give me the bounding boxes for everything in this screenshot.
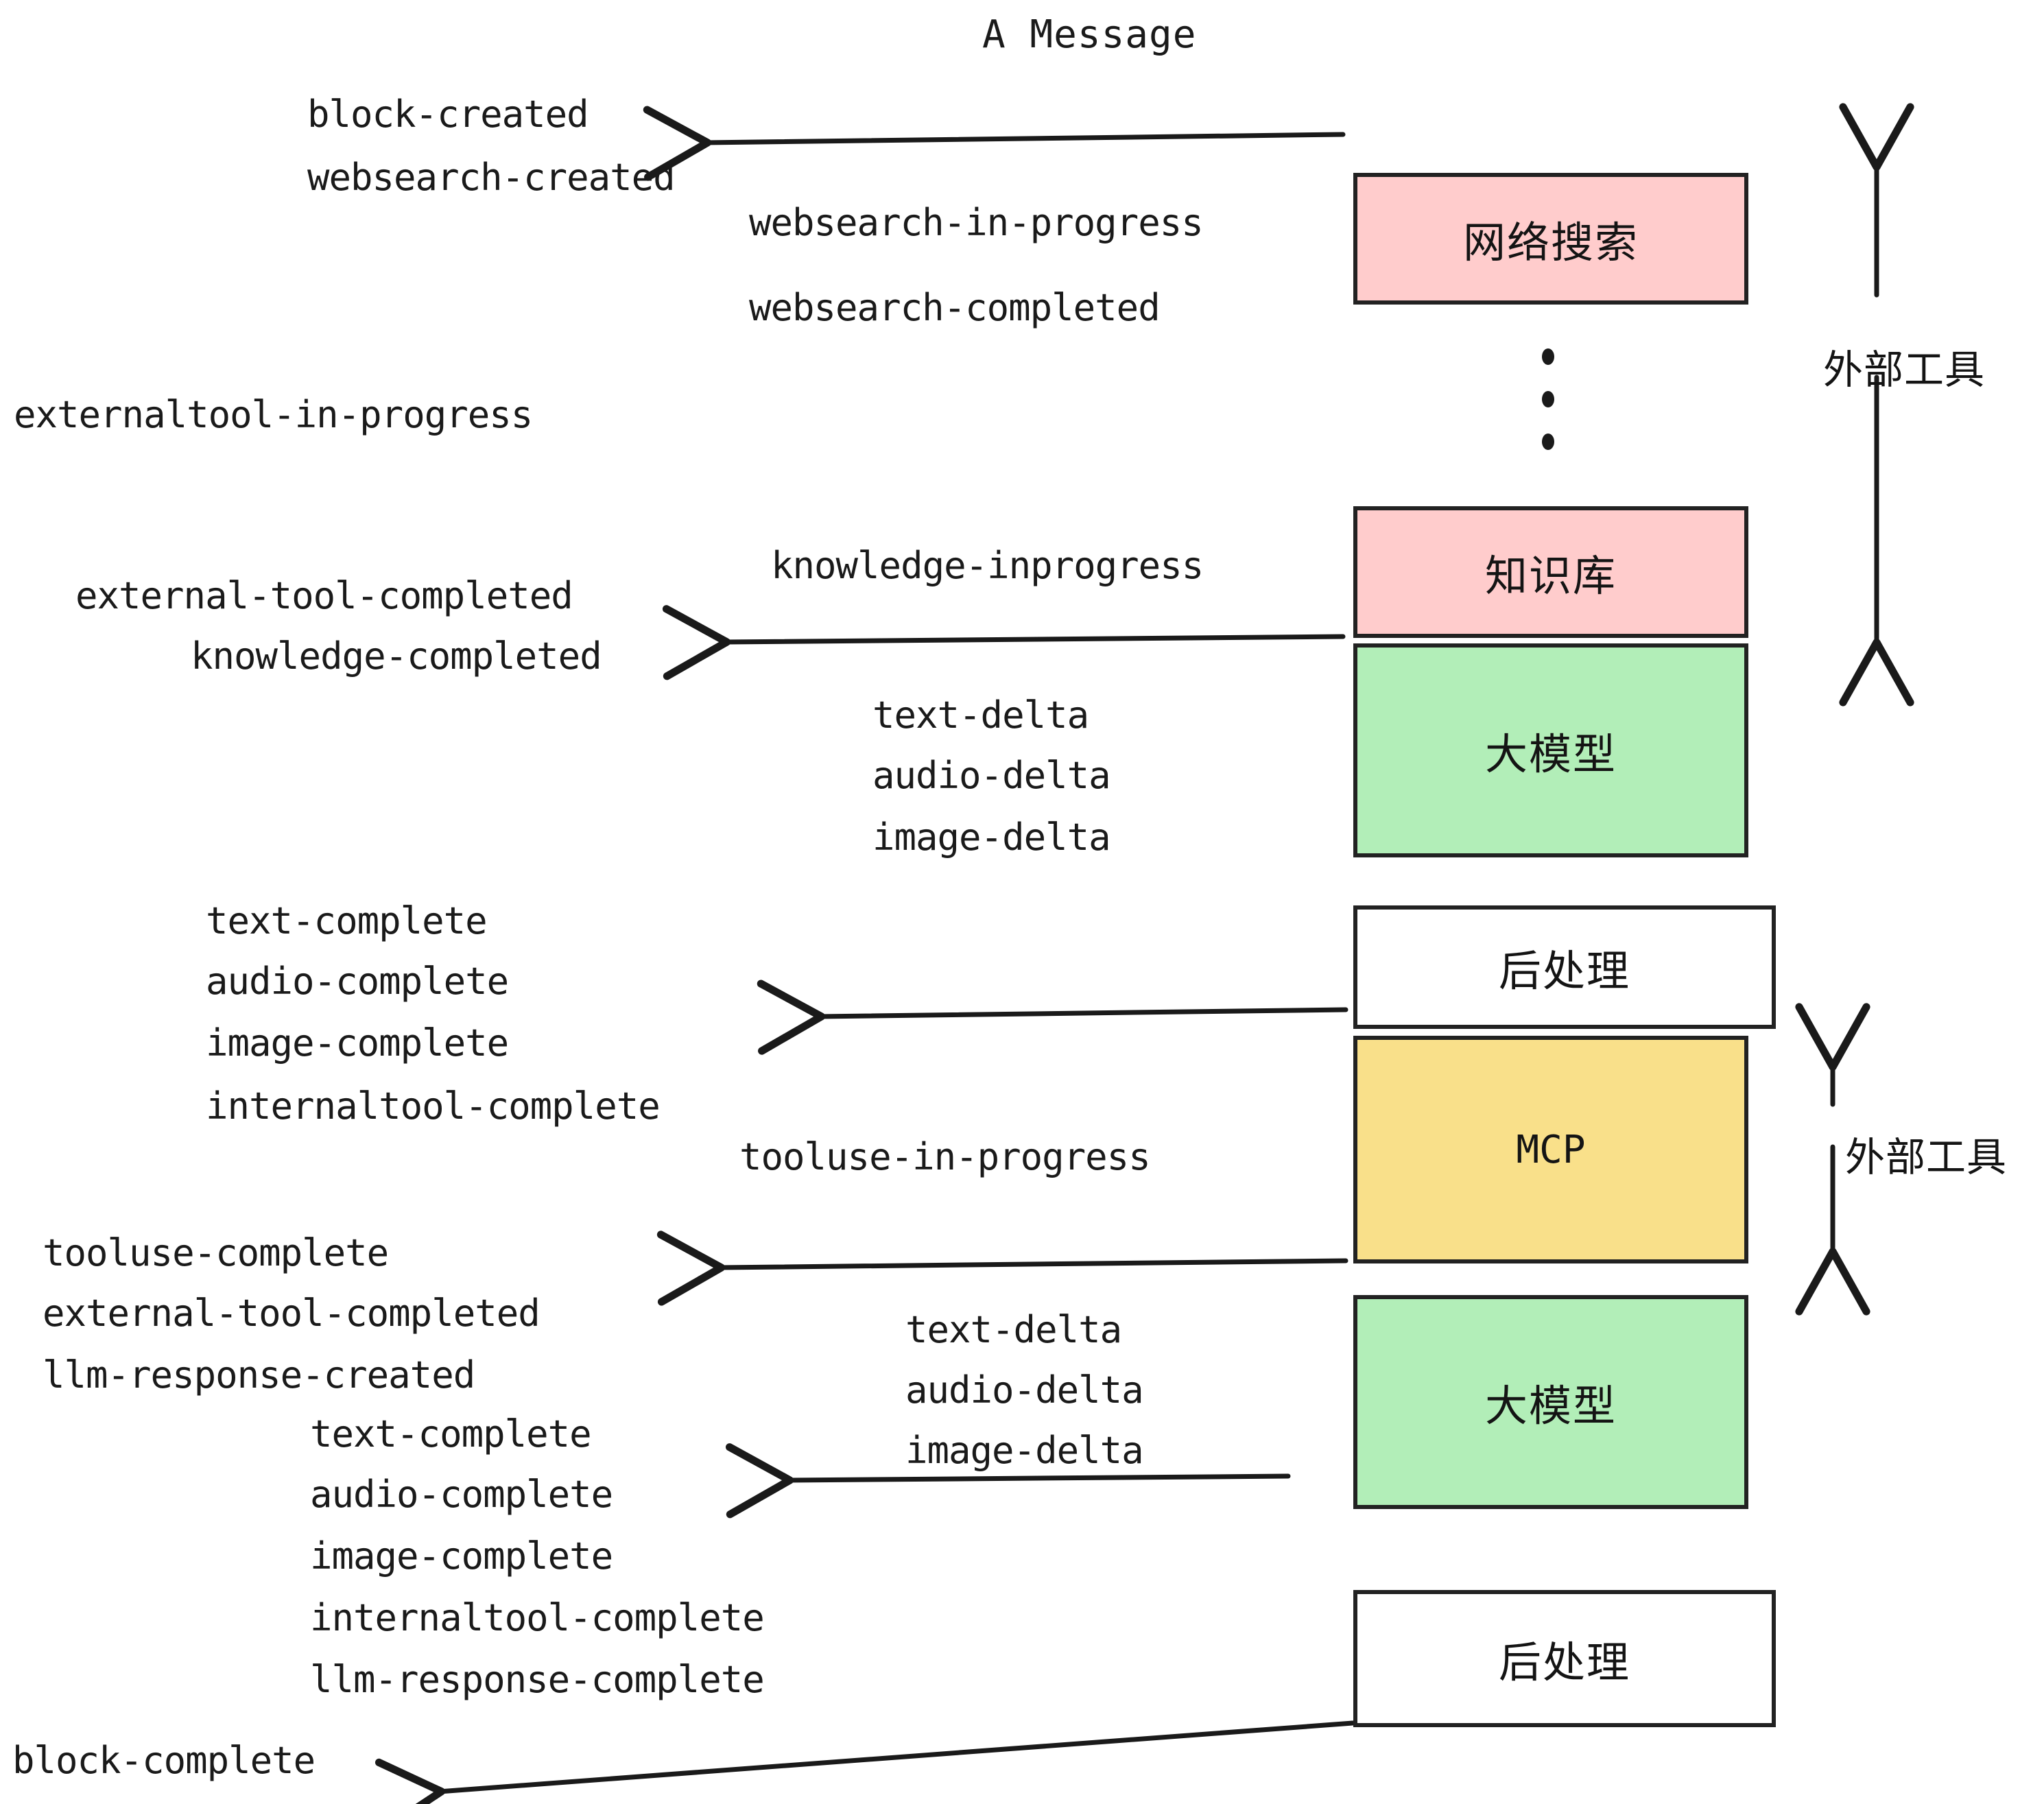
ellipsis-dot xyxy=(1542,391,1554,407)
page-title: A Message xyxy=(982,12,1197,57)
tooluse-done-arrow xyxy=(656,1231,1348,1306)
event-label: text-complete xyxy=(206,899,488,942)
span-arrow-group xyxy=(1795,103,1914,1316)
event-label: websearch-completed xyxy=(749,286,1161,329)
event-label: websearch-in-progress xyxy=(749,201,1204,244)
event-label: llm-response-complete xyxy=(310,1658,765,1701)
event-label: text-complete xyxy=(310,1412,592,1456)
event-label: knowledge-inprogress xyxy=(771,544,1204,587)
event-label: internaltool-complete xyxy=(206,1084,661,1128)
event-label: image-delta xyxy=(872,816,1111,859)
image-complete-arrow xyxy=(757,980,1348,1055)
event-label: tooluse-complete xyxy=(43,1231,389,1274)
node-postprocess-2: 后处理 xyxy=(1353,1590,1776,1727)
knowledge-done-arrow xyxy=(662,605,1346,680)
event-label: internaltool-complete xyxy=(310,1596,765,1639)
event-label: tooluse-in-progress xyxy=(739,1135,1151,1178)
block-created-arrow xyxy=(643,106,1346,181)
event-label: audio-complete xyxy=(310,1473,613,1516)
external-tool-label: 外部工具 xyxy=(1823,346,1986,393)
event-label: image-complete xyxy=(310,1534,613,1578)
event-label: text-delta xyxy=(905,1308,1122,1351)
event-label: externaltool-in-progress xyxy=(14,393,533,436)
node-llm-2: 大模型 xyxy=(1353,1295,1748,1509)
event-label: external-tool-completed xyxy=(75,574,573,617)
block-complete-arrow xyxy=(375,1720,1355,1804)
node-websearch: 网络搜索 xyxy=(1353,173,1748,305)
node-knowledge: 知识库 xyxy=(1353,506,1748,638)
event-label: knowledge-completed xyxy=(191,634,602,678)
ellipsis-dot xyxy=(1542,434,1554,450)
ellipsis-dot xyxy=(1542,348,1554,365)
event-label: block-complete xyxy=(12,1739,316,1782)
event-label: audio-complete xyxy=(206,960,509,1003)
node-llm-1: 大模型 xyxy=(1353,643,1748,857)
external-tool-label: 外部工具 xyxy=(1845,1134,2008,1180)
flow-arrow-group xyxy=(375,106,1355,1804)
audio-complete-arrow xyxy=(726,1443,1291,1519)
event-label: llm-response-created xyxy=(43,1353,475,1397)
event-label: websearch-created xyxy=(307,156,676,199)
event-label: image-complete xyxy=(206,1021,509,1065)
event-label: image-delta xyxy=(905,1429,1144,1472)
node-postprocess-1: 后处理 xyxy=(1353,905,1776,1029)
event-label: audio-delta xyxy=(872,754,1111,797)
event-label: audio-delta xyxy=(905,1368,1144,1412)
event-label: block-created xyxy=(307,93,589,136)
node-mcp: MCP xyxy=(1353,1036,1748,1263)
event-label: text-delta xyxy=(872,693,1089,737)
event-label: external-tool-completed xyxy=(43,1292,540,1335)
